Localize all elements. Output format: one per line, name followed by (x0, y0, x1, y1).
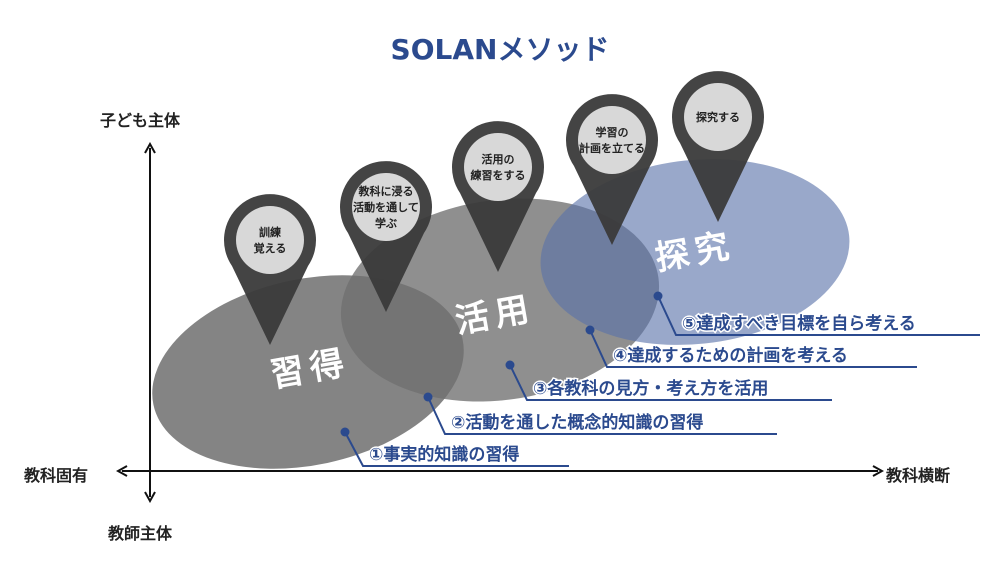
axis-label-cross-subject: 教科横断 (886, 466, 951, 485)
stage-label: ②活動を通した概念的知識の習得 (451, 412, 703, 433)
map-pin-head (464, 133, 532, 201)
map-pin-label: 活用の (482, 152, 515, 166)
map-pin-label: 学ぶ (375, 216, 397, 230)
map-pin-head (352, 173, 420, 241)
map-pin-5: 探究する (672, 71, 764, 222)
stage-marker-1: ①事実的知識の習得 (340, 427, 569, 467)
map-pin-label: 計画を立てる (579, 141, 645, 155)
map-pin-label: 探究する (696, 110, 740, 124)
axis-label-subject-specific: 教科固有 (24, 466, 89, 485)
stage-leader-line (657, 295, 980, 336)
stage-leader-line (509, 364, 832, 401)
stage-marker-2: ②活動を通した概念的知識の習得 (423, 392, 777, 435)
stage-marker-3: ③各教科の見方・考え方を活用 (505, 360, 832, 401)
stage-label: ⑤達成すべき目標を自ら考える (682, 313, 916, 334)
stage-leader-line (427, 396, 777, 435)
stage-leader-line (589, 329, 917, 368)
stage-marker-5: ⑤達成すべき目標を自ら考える (653, 291, 980, 336)
stage-label: ③各教科の見方・考え方を活用 (533, 378, 768, 399)
map-pin-head (236, 206, 304, 274)
stage-label: ④達成するための計画を考える (613, 345, 848, 366)
stage-label: ①事実的知識の習得 (369, 444, 519, 465)
map-pin-label: 訓練 (259, 225, 281, 239)
stage-leader-line (344, 431, 569, 467)
axis-label-child-centered: 子ども主体 (100, 111, 181, 130)
map-pin-label: 教科に浸る (358, 184, 414, 198)
stage-marker-4: ④達成するための計画を考える (585, 325, 917, 368)
map-pin-head (684, 83, 752, 151)
map-pin-label: 覚える (253, 241, 287, 255)
map-pin-label: 学習の (596, 125, 629, 139)
map-pin-head (578, 106, 646, 174)
axis-label-teacher-centered: 教師主体 (108, 524, 173, 543)
diagram-title: SOLANメソッド (390, 33, 610, 66)
map-pin-label: 練習をする (471, 168, 526, 182)
map-pin-label: 活動を通して (353, 200, 419, 214)
